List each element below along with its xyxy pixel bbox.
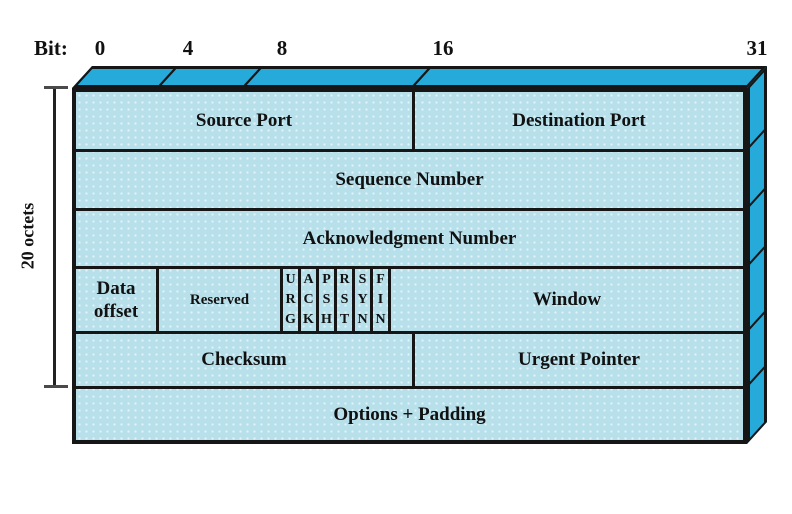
row-flags: Data offset Reserved U R G A C K P S H R… <box>76 269 743 334</box>
bit-tick-16: 16 <box>432 36 454 60</box>
flag-ack-letter: K <box>303 312 314 327</box>
bit-tick-4: 4 <box>182 36 194 60</box>
flag-urg: U R G <box>280 269 298 331</box>
octets-bracket-tick-bottom <box>44 385 68 388</box>
field-reserved: Reserved <box>156 269 280 331</box>
flag-psh-letter: H <box>321 312 332 327</box>
field-destination-port: Destination Port <box>412 92 743 149</box>
row-checksum: Checksum Urgent Pointer <box>76 334 743 389</box>
flag-fin: F I N <box>370 269 388 331</box>
field-acknowledgment-number: Acknowledgment Number <box>302 227 517 249</box>
flag-fin-letter: I <box>377 292 384 307</box>
flag-ack-letter: A <box>303 272 314 287</box>
flag-rst-letter: R <box>339 272 350 287</box>
bit-tick-8: 8 <box>276 36 288 60</box>
flag-urg-letter: G <box>285 312 296 327</box>
octets-bracket-line <box>53 87 56 387</box>
bit-tick-0: 0 <box>94 36 106 60</box>
row-sequence-number: Sequence Number <box>76 152 743 211</box>
flag-psh: P S H <box>316 269 334 331</box>
right-face-divider-4 <box>747 308 767 333</box>
flag-urg-letter: U <box>285 272 296 287</box>
box-top-face <box>72 66 768 88</box>
top-face-divider-bit16 <box>410 66 434 88</box>
box-right-face <box>747 66 767 444</box>
right-face-divider-1 <box>747 126 767 151</box>
flag-rst-letter: T <box>339 312 350 327</box>
flag-ack-letter: C <box>303 292 314 307</box>
field-sequence-number: Sequence Number <box>335 169 484 190</box>
flag-syn-letter: S <box>358 272 367 287</box>
flag-rst: R S T <box>334 269 352 331</box>
field-data-offset: Data offset <box>93 278 139 322</box>
field-source-port: Source Port <box>195 109 293 131</box>
flag-psh-letter: S <box>322 292 331 307</box>
bit-tick-31: 31 <box>746 36 768 60</box>
flag-psh-letter: P <box>322 272 331 287</box>
box-front-face: Source Port Destination Port Sequence Nu… <box>72 88 747 444</box>
right-face-divider-5 <box>747 363 767 388</box>
field-urgent-pointer: Urgent Pointer <box>412 334 743 386</box>
right-face-divider-3 <box>747 243 767 268</box>
flag-fin-letter: N <box>375 312 386 327</box>
row-ports: Source Port Destination Port <box>76 92 743 152</box>
flag-urg-letter: R <box>285 292 296 307</box>
flag-fin-letter: F <box>376 272 385 287</box>
field-options-padding: Options + Padding <box>333 403 486 425</box>
flag-syn-letter: Y <box>357 292 368 307</box>
flag-syn-letter: N <box>357 312 368 327</box>
flag-rst-letter: S <box>340 292 349 307</box>
flag-ack: A C K <box>298 269 316 331</box>
octets-bracket-label: 20 octets <box>17 202 38 270</box>
field-checksum: Checksum <box>201 349 287 370</box>
row-acknowledgment-number: Acknowledgment Number <box>76 211 743 269</box>
flag-syn: S Y N <box>352 269 370 331</box>
right-face-divider-2 <box>747 185 767 210</box>
top-face-divider-bit8 <box>241 66 265 88</box>
field-window: Window <box>388 269 743 331</box>
top-face-divider-bit4 <box>156 66 180 88</box>
row-options-padding: Options + Padding <box>76 389 743 440</box>
octets-bracket-tick-top <box>44 86 68 89</box>
bit-scale-label: Bit: <box>34 36 68 60</box>
